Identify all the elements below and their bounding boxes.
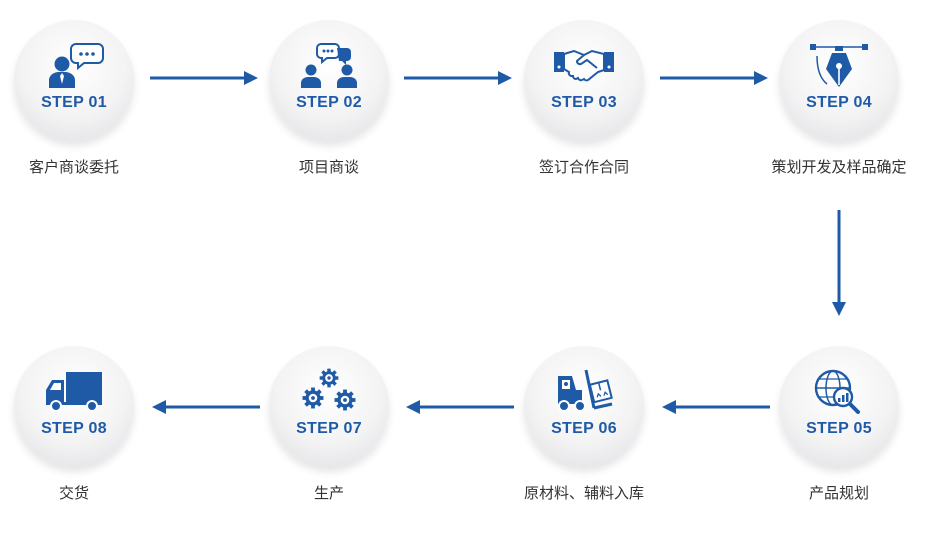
meeting-chat-icon bbox=[301, 43, 357, 88]
globe-search-icon bbox=[814, 369, 860, 414]
step-caption: 原材料、辅料入库 bbox=[523, 484, 644, 502]
arrow-right-3 bbox=[660, 71, 768, 85]
arrow-left-3 bbox=[152, 400, 260, 414]
arrow-right-1 bbox=[150, 71, 258, 85]
consultant-speech-icon bbox=[49, 43, 104, 88]
step-caption: 生产 bbox=[313, 484, 344, 502]
step-label: STEP 08 bbox=[41, 420, 107, 437]
step-caption: 项目商谈 bbox=[298, 158, 359, 176]
step-label: STEP 06 bbox=[551, 420, 617, 437]
gears-icon bbox=[302, 368, 356, 411]
step-caption: 交货 bbox=[58, 484, 89, 502]
step-circle bbox=[269, 20, 389, 140]
step-caption: 策划开发及样品确定 bbox=[771, 158, 907, 176]
step-caption: 产品规划 bbox=[808, 484, 869, 502]
handshake-icon bbox=[554, 49, 614, 82]
step-label: STEP 07 bbox=[296, 420, 362, 437]
pen-tool-icon bbox=[810, 44, 868, 87]
arrow-left-1 bbox=[662, 400, 770, 414]
step-label: STEP 02 bbox=[296, 94, 362, 111]
step-label: STEP 01 bbox=[41, 94, 107, 111]
forklift-icon bbox=[558, 369, 613, 412]
step-circle bbox=[14, 346, 134, 466]
step-circle bbox=[269, 346, 389, 466]
step-caption: 签订合作合同 bbox=[538, 158, 629, 176]
step-label: STEP 03 bbox=[551, 94, 617, 111]
arrow-down bbox=[832, 210, 846, 316]
truck-icon bbox=[46, 372, 102, 412]
arrow-left-2 bbox=[406, 400, 514, 414]
arrow-right-2 bbox=[404, 71, 512, 85]
step-caption: 客户商谈委托 bbox=[28, 158, 119, 176]
step-label: STEP 04 bbox=[806, 94, 872, 111]
step-label: STEP 05 bbox=[806, 420, 872, 437]
